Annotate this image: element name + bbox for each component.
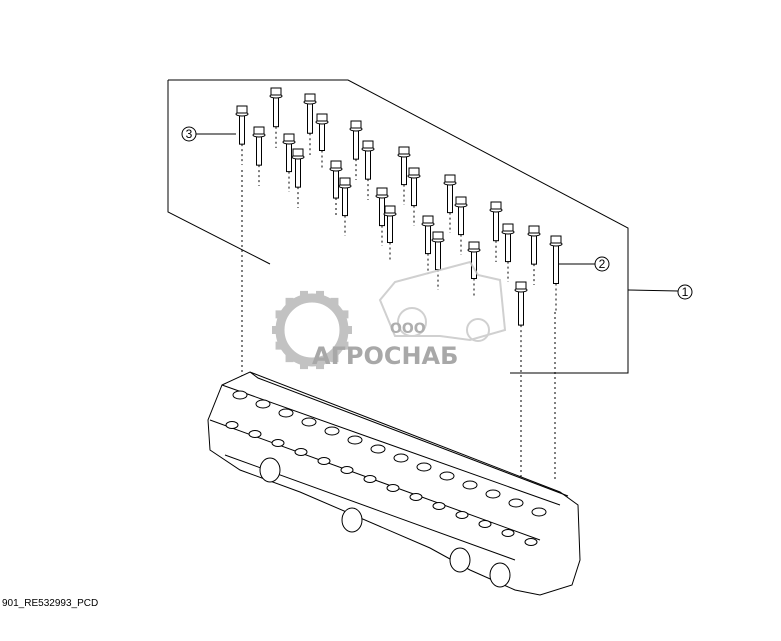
head-bolt [361,140,375,200]
head-boss [439,471,455,481]
watermark-brand: АГРОСНАБ [312,342,458,370]
head-boss [255,399,271,409]
head-bolt-set [235,87,563,350]
head-bolt [421,215,435,274]
head-boss [393,453,409,463]
callout-1: 1 [627,284,693,300]
head-boss [232,390,248,400]
reference-code: 901_RE532993_PCD [2,598,99,609]
head-boss [271,439,285,447]
head-bolt [303,93,317,155]
bolt-kit-frame [167,79,629,374]
head-bolt [252,126,266,186]
head-bolt [329,160,343,218]
head-boss [409,493,423,501]
callout-3-label: 3 [186,127,193,141]
head-bolt [527,225,541,285]
head-port [489,562,511,588]
head-boss [531,507,547,517]
head-bolt [282,133,296,192]
head-boss [317,457,331,465]
head-boss [478,520,492,528]
callout-2-label: 2 [599,257,606,271]
watermark-logo: ООО АГРОСНАБ [272,260,507,370]
gear-ring [275,293,349,367]
callout-3: 3 [181,126,236,142]
head-bolt [269,87,283,148]
head-port [341,507,363,533]
installation-lines [241,170,556,480]
head-boss [363,475,377,483]
head-boss [524,538,538,546]
callout-1-label: 1 [682,285,689,299]
head-bolt [383,205,397,262]
head-boss [501,529,515,537]
head-bolt [235,105,249,165]
head-bolt [338,177,352,236]
head-bolt [291,148,305,208]
head-boss [485,489,501,499]
head-boss [278,408,294,418]
head-port [259,457,281,483]
head-boss [301,417,317,427]
harvester-icon [378,260,507,342]
head-boss [225,421,239,429]
head-boss [416,462,432,472]
head-bolt [315,113,329,170]
head-bolt [489,201,503,262]
head-boss [462,480,478,490]
head-boss [508,498,524,508]
head-bolt [349,120,363,180]
head-bolt [397,146,411,205]
head-bolt [549,235,563,312]
head-boss [324,426,340,436]
head-boss [432,502,446,510]
head-boss [248,430,262,438]
head-bolt [431,231,445,290]
head-bolt [501,223,515,282]
head-bolt [467,241,481,298]
cylinder-head-details [225,390,547,588]
head-boss [455,511,469,519]
cylinder-head [207,371,581,596]
head-port [449,547,471,573]
gear-icon [272,290,352,370]
head-bolt [514,281,528,350]
head-bolt [407,167,421,226]
callout-2: 2 [558,256,610,272]
head-bolt [443,174,457,233]
watermark-prefix: ООО [390,321,426,337]
head-bolt [375,187,389,246]
head-boss [370,444,386,454]
head-bolt [454,196,468,255]
head-boss [386,484,400,492]
head-boss [294,448,308,456]
head-boss [340,466,354,474]
head-boss [347,435,363,445]
